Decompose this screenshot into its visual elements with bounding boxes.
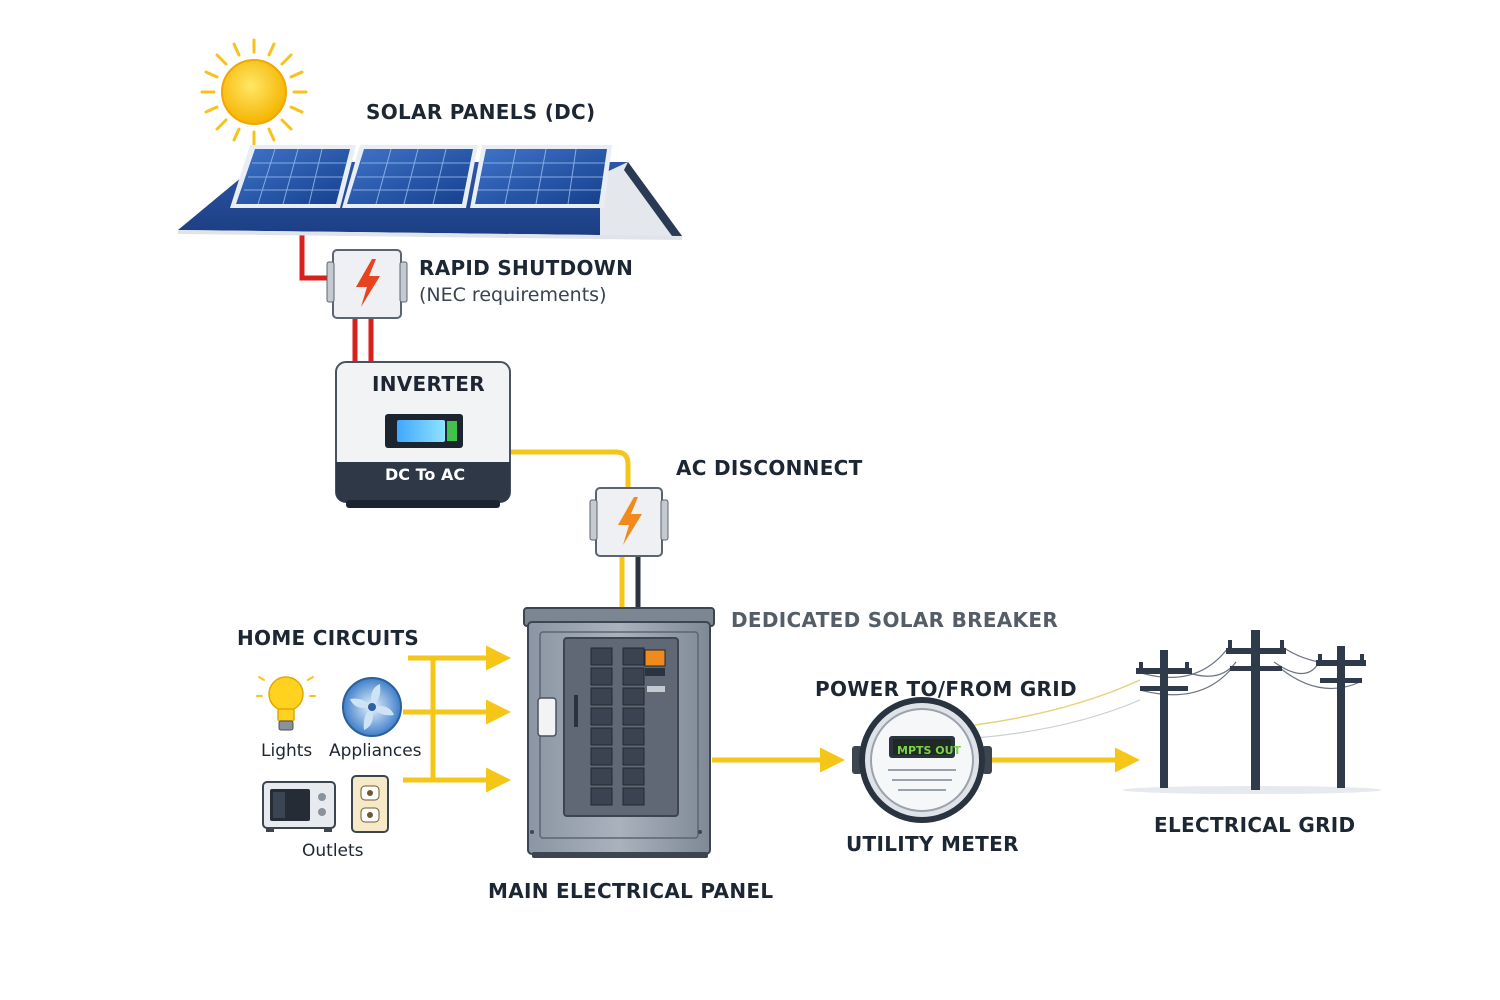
breaker-column-left [590, 647, 613, 806]
ac-disconnect-label: AC DISCONNECT [676, 456, 863, 480]
rapid-shutdown-label: RAPID SHUTDOWN [419, 256, 634, 280]
lights-label: Lights [261, 741, 313, 761]
breaker-column-right [622, 647, 645, 806]
sun-icon [200, 38, 308, 146]
meter-display-text: MPTS OUT [897, 744, 962, 757]
power-to-from-grid-label: POWER TO/FROM GRID [815, 677, 1077, 701]
solar-panel-3 [470, 145, 612, 208]
dedicated-solar-breaker [644, 649, 666, 692]
breaker-panel-icon [523, 607, 715, 858]
grid-line-thin-1 [974, 679, 1141, 726]
ac-disconnect-box [589, 487, 669, 557]
microwave-and-outlet-icon [262, 775, 389, 833]
solar-panel-2 [342, 145, 478, 208]
electrical-grid-label: ELECTRICAL GRID [1154, 813, 1356, 837]
fan-icon [342, 677, 402, 737]
home-circuits-label: HOME CIRCUITS [237, 626, 420, 650]
solar-panel-icon [178, 145, 682, 240]
rapid-shutdown-note: (NEC requirements) [419, 284, 607, 306]
inverter-mode-label: DC To AC [385, 465, 466, 484]
dedicated-solar-breaker-label: DEDICATED SOLAR BREAKER [731, 608, 1059, 632]
solar-panel-1 [230, 145, 356, 208]
grid-line-thin-2 [974, 699, 1141, 739]
lightning-icon [618, 497, 642, 545]
wires [299, 212, 1141, 793]
inverter-label: INVERTER [372, 372, 485, 396]
outlets-label: Outlets [302, 841, 364, 861]
ac-wire-inverter-to-disconnect [509, 449, 631, 488]
rapid-shutdown-box [326, 249, 408, 319]
inverter-icon [335, 361, 511, 508]
solar-panels-label: SOLAR PANELS (DC) [366, 100, 596, 124]
main-electrical-panel-label: MAIN ELECTRICAL PANEL [488, 879, 774, 903]
meter-icon [852, 697, 992, 823]
utility-meter-label: UTILITY METER [846, 832, 1019, 856]
lightning-icon [356, 259, 380, 307]
appliances-label: Appliances [329, 741, 422, 761]
power-pole-icon [1122, 630, 1382, 794]
lightbulb-icon [256, 676, 316, 731]
